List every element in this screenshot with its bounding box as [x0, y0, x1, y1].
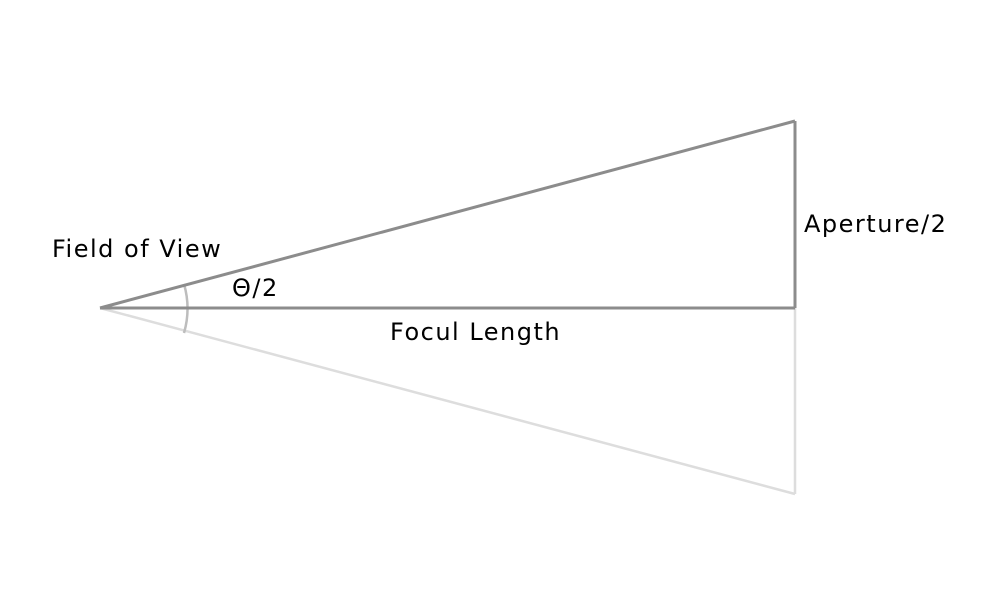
focal-length-label: Focul Length: [390, 318, 561, 346]
half-angle-label: Θ/2: [232, 274, 279, 302]
aperture-half-label: Aperture/2: [804, 210, 947, 238]
lower-cone-edge: [99, 306, 796, 496]
field-of-view-label: Field of View: [52, 235, 222, 263]
upper-cone-edge: [99, 119, 796, 310]
